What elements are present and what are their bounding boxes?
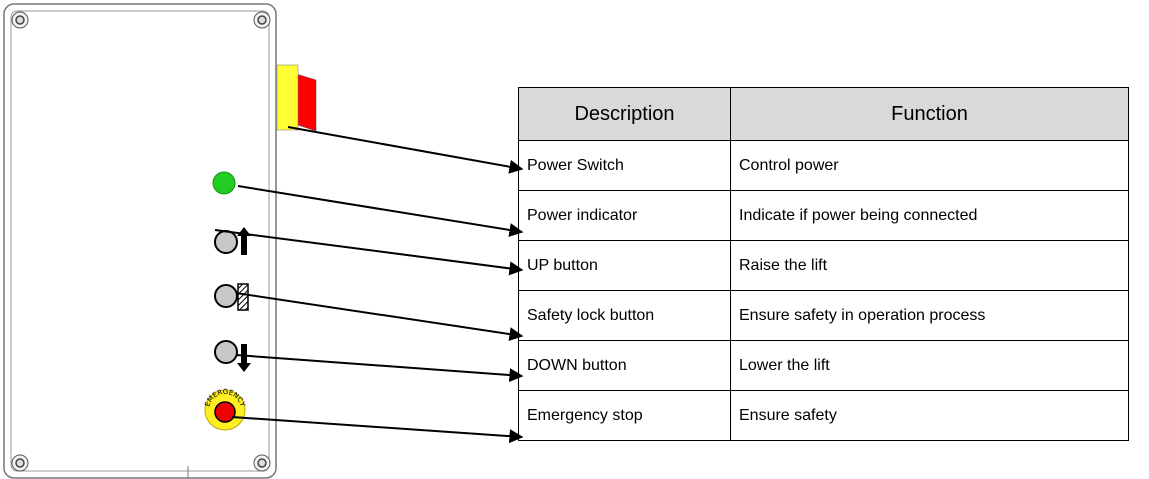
column-header-description: Description [518,87,731,141]
power-switch[interactable] [276,64,317,132]
description-cell: Emergency stop [518,390,731,441]
description-cell: Safety lock button [518,290,731,341]
function-cell: Raise the lift [730,240,1129,291]
table-row: DOWN button Lower the lift [518,340,1129,391]
description-cell: UP button [518,240,731,291]
table-header-row: Description Function [518,87,1129,141]
safety-lock-button[interactable] [214,283,249,311]
function-cell: Control power [730,140,1129,191]
table-row: Power Switch Control power [518,140,1129,191]
function-table: Description Function Power Switch Contro… [518,87,1129,441]
function-cell: Ensure safety [730,390,1129,441]
function-cell: Ensure safety in operation process [730,290,1129,341]
leader-line-power-switch [287,126,524,174]
control-box [3,3,277,479]
description-cell: DOWN button [518,340,731,391]
leader-line-safety-lock [235,292,524,342]
corner-screw-bottom-left [11,454,29,472]
table-row: Emergency stop Ensure safety [518,390,1129,441]
corner-screw-top-right [253,11,271,29]
leader-line-down-button [235,354,524,383]
power-indicator-light [212,171,236,195]
table-row: UP button Raise the lift [518,240,1129,291]
lock-hatch-icon [237,283,249,311]
leader-line-emergency-stop [231,416,524,444]
table-row: Power indicator Indicate if power being … [518,190,1129,241]
down-arrow-icon [237,344,251,372]
table-row: Safety lock button Ensure safety in oper… [518,290,1129,341]
leader-line-up-button [214,229,524,276]
corner-screw-bottom-right [253,454,271,472]
description-cell: Power indicator [518,190,731,241]
function-cell: Lower the lift [730,340,1129,391]
column-header-function: Function [730,87,1129,141]
emergency-stop-button[interactable]: EMERGENCY [203,388,247,431]
corner-screw-top-left [11,11,29,29]
down-button[interactable] [214,340,251,372]
leader-line-power-indicator [237,185,524,237]
function-cell: Indicate if power being connected [730,190,1129,241]
description-cell: Power Switch [518,140,731,191]
